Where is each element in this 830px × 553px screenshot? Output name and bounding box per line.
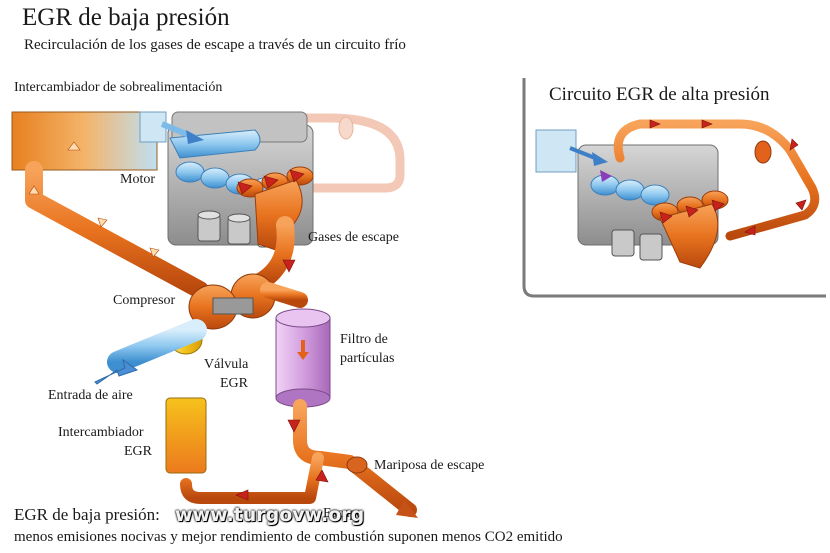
label-egr-valve-1: Válvula bbox=[204, 357, 249, 372]
intercooler bbox=[11, 111, 158, 171]
egr-return-pipe bbox=[180, 452, 324, 504]
inset-border bbox=[522, 78, 826, 298]
particle-filter bbox=[275, 308, 331, 408]
label-egr-cooler-2: EGR bbox=[124, 444, 152, 459]
exhaust-throttle bbox=[346, 456, 368, 474]
inset-high-pressure bbox=[522, 78, 826, 298]
label-egr-cooler-1: Intercambiador bbox=[58, 425, 144, 440]
boost-arrows bbox=[28, 141, 160, 258]
air-inlet-arrow bbox=[94, 358, 139, 385]
inset-egr-loop bbox=[613, 119, 820, 241]
turbine-outlet bbox=[260, 282, 308, 308]
label-exhaust-gases: Gases de escape bbox=[308, 230, 399, 245]
label-exhaust: Escape bbox=[323, 506, 363, 521]
label-particle-filter-1: Filtro de bbox=[340, 332, 388, 347]
footer-text: menos emisiones nocivas y mejor rendimie… bbox=[14, 529, 563, 545]
label-air-inlet: Entrada de aire bbox=[48, 388, 133, 403]
inset-intake-block bbox=[535, 129, 577, 173]
charge-arrow bbox=[186, 130, 204, 144]
flow-arrows bbox=[235, 169, 329, 501]
inset-egr-valve bbox=[754, 140, 772, 164]
label-exhaust-throttle: Mariposa de escape bbox=[374, 458, 485, 473]
label-intercooler: Intercambiador de sobrealimentación bbox=[14, 80, 223, 95]
air-inlet-tube bbox=[107, 319, 207, 373]
exhaust-outlet-arrow bbox=[396, 500, 418, 518]
ghost-valve bbox=[338, 116, 354, 140]
egr-cooler bbox=[165, 397, 207, 474]
page-title: EGR de baja presión bbox=[22, 4, 230, 31]
boost-pipe bbox=[25, 161, 209, 299]
page-subtitle: Recirculación de los gases de escape a t… bbox=[24, 37, 406, 53]
turbo-shaft bbox=[212, 297, 254, 315]
footer-heading: EGR de baja presión: bbox=[14, 505, 160, 524]
inset-title: Circuito EGR de alta presión bbox=[549, 84, 770, 105]
label-particle-filter-2: partículas bbox=[340, 351, 395, 366]
label-engine: Motor bbox=[120, 172, 155, 187]
label-compressor: Compresor bbox=[113, 293, 176, 308]
watermark: www.turgovw.org bbox=[175, 504, 365, 526]
ghost-egr-loop bbox=[185, 113, 405, 193]
label-egr-valve-2: EGR bbox=[220, 376, 248, 391]
